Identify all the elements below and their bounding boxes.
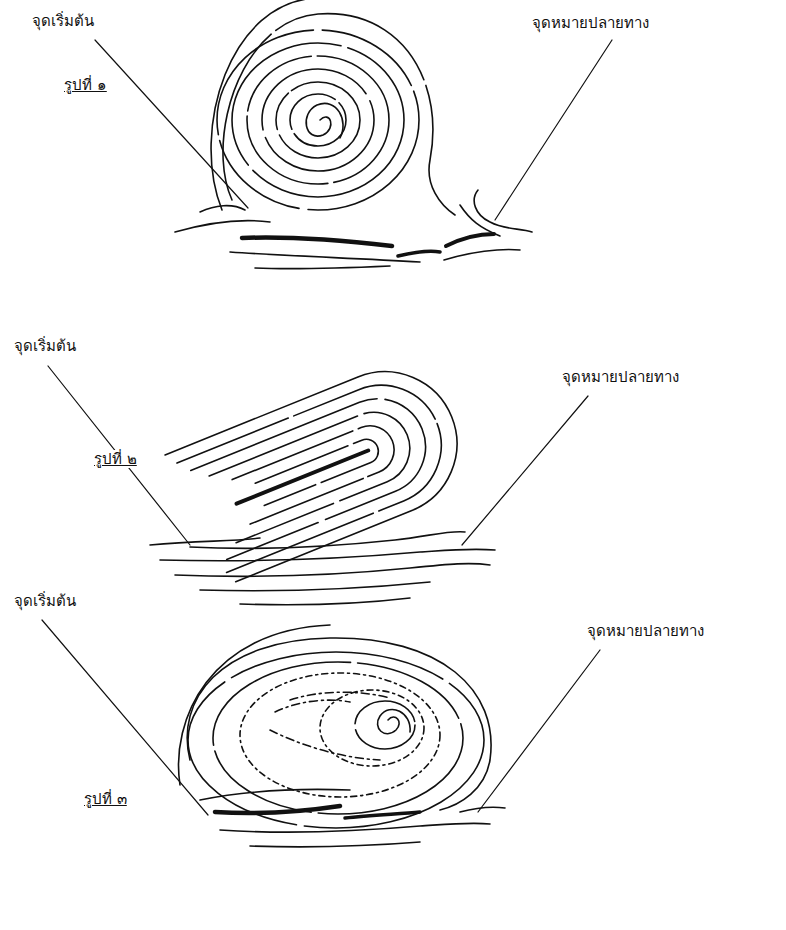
point-label: จุดเริ่มต้น — [12, 592, 78, 610]
point-label: จุดเริ่มต้น — [12, 337, 78, 355]
point-label: จุดเริ่มต้น — [30, 12, 96, 30]
whorl-fingerprint — [175, 0, 532, 269]
point-label: จุดหมายปลายทาง — [585, 622, 706, 640]
figure-number: รูปที่ ๒ — [92, 450, 139, 468]
double-loop-fingerprint — [179, 625, 505, 847]
loop-fingerprint — [150, 350, 495, 605]
point-label: จุดหมายปลายทาง — [530, 14, 651, 32]
figure-number: รูปที่ ๓ — [82, 790, 129, 808]
leader-lines — [42, 40, 612, 815]
figure-number: รูปที่ ๑ — [62, 76, 109, 94]
point-label: จุดหมายปลายทาง — [560, 368, 681, 386]
